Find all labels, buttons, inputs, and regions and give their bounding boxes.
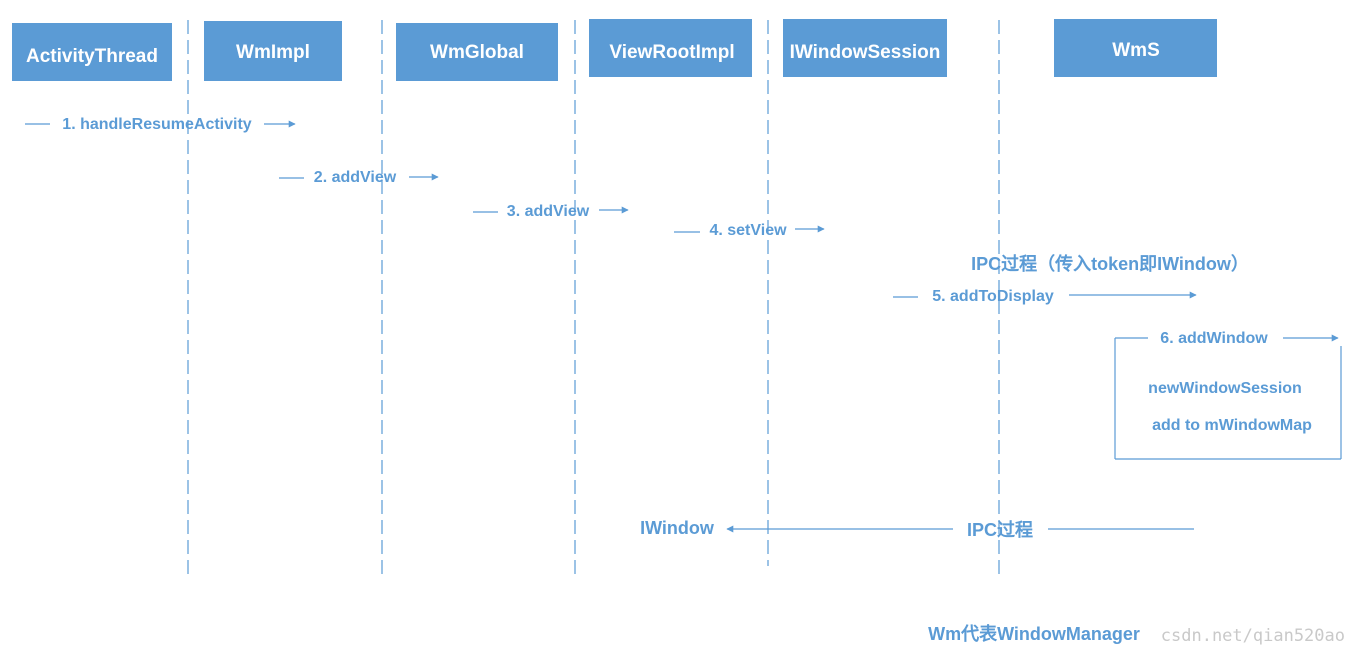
participant-box-viewrootimpl	[589, 19, 752, 77]
participant-box-iwindowsession	[783, 19, 947, 77]
ipc-note: IPC过程（传入token即IWindow）	[971, 253, 1249, 274]
return-label: IPC过程	[967, 519, 1033, 540]
participant-box-activitythread	[12, 23, 172, 81]
message-6-label: 6. addWindow	[1160, 330, 1268, 347]
participant-label-wmglobal: WmGlobal	[430, 42, 524, 63]
participant-label-wms: WmS	[1112, 40, 1160, 61]
message-1-label: 1. handleResumeActivity	[62, 116, 252, 133]
wms-action-add-map: add to mWindowMap	[1152, 417, 1312, 434]
participant-box-wmimpl	[204, 21, 342, 81]
participant-label-viewrootimpl: ViewRootImpl	[609, 42, 734, 63]
participant-box-wms	[1054, 19, 1217, 77]
return-target: IWindow	[640, 518, 715, 538]
message-3-label: 3. addView	[507, 203, 590, 220]
participant-label-wmimpl: WmImpl	[236, 42, 310, 63]
message-2-label: 2. addView	[314, 169, 397, 186]
message-4-label: 4. setView	[709, 222, 787, 239]
participant-label-activitythread: ActivityThread	[26, 46, 158, 67]
participant-label-iwindowsession: IWindowSession	[790, 42, 941, 63]
participant-box-wmglobal	[396, 23, 558, 81]
message-5-label: 5. addToDisplay	[932, 288, 1054, 305]
watermark: csdn.net/qian520ao	[1161, 626, 1345, 646]
footnote: Wm代表WindowManager	[928, 623, 1140, 644]
wms-action-new-session: newWindowSession	[1148, 380, 1302, 397]
